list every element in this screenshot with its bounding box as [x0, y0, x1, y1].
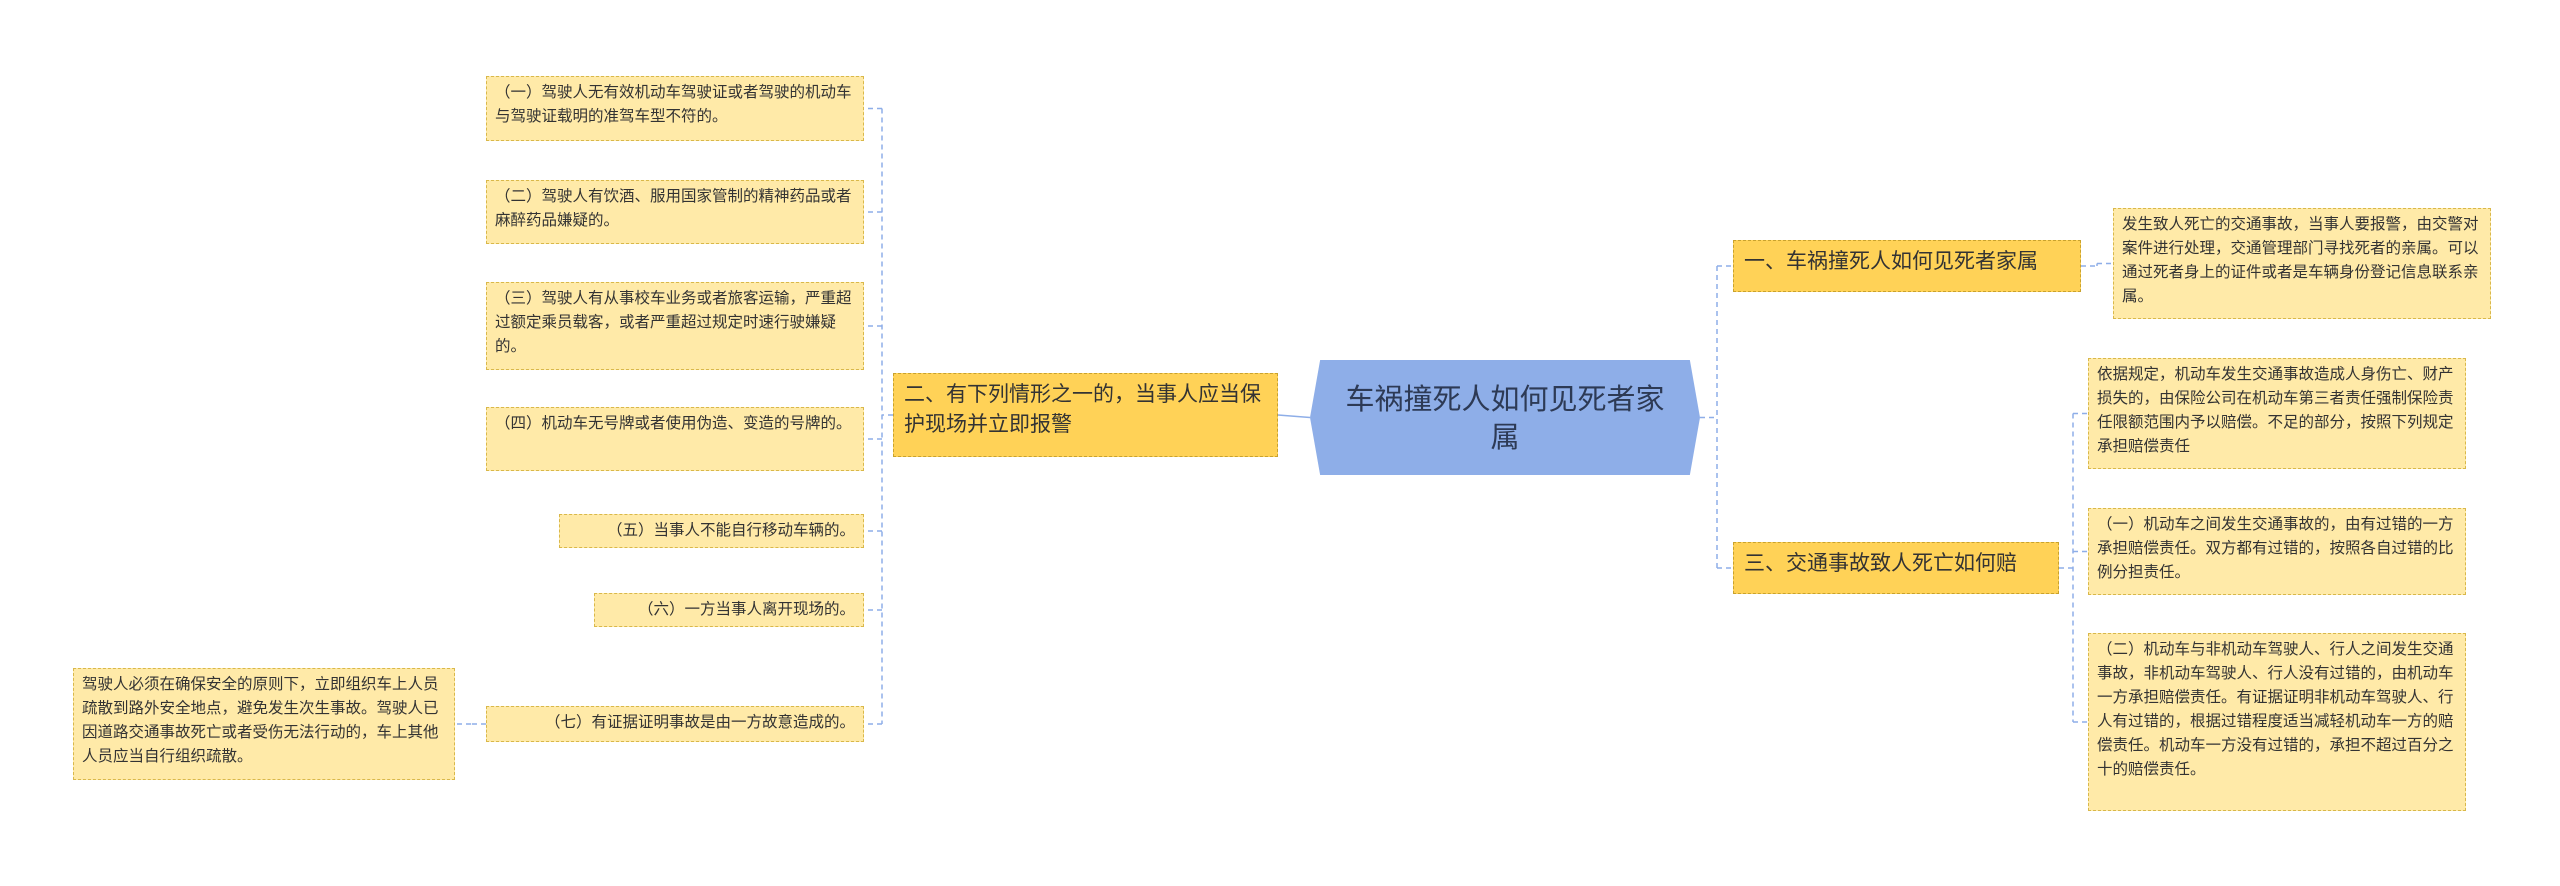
list-item-text: 发生致人死亡的交通事故，当事人要报警，由交警对案件进行处理，交通管理部门寻找死者…	[2122, 215, 2479, 305]
list-item[interactable]: （二）机动车与非机动车驾驶人、行人之间发生交通事故，非机动车驾驶人、行人没有过错…	[2088, 633, 2466, 811]
root-topic[interactable]: 车祸撞死人如何见死者家属	[1310, 360, 1700, 475]
list-item[interactable]: （三）驾驶人有从事校车业务或者旅客运输，严重超过额定乘员载客，或者严重超过规定时…	[486, 282, 864, 370]
list-item-text: （七）有证据证明事故是由一方故意造成的。	[544, 713, 855, 731]
list-item-text: （一）驾驶人无有效机动车驾驶证或者驾驶的机动车与驾驶证载明的准驾车型不符的。	[495, 83, 852, 125]
list-item[interactable]: 发生致人死亡的交通事故，当事人要报警，由交警对案件进行处理，交通管理部门寻找死者…	[2113, 208, 2491, 319]
sub-note[interactable]: 驾驶人必须在确保安全的原则下，立即组织车上人员疏散到路外安全地点，避免发生次生事…	[73, 668, 455, 780]
list-item-text: （四）机动车无号牌或者使用伪造、变造的号牌的。	[495, 414, 852, 432]
list-item[interactable]: （七）有证据证明事故是由一方故意造成的。	[486, 706, 864, 742]
connector-line	[1277, 414, 1311, 419]
branch-report-conditions[interactable]: 二、有下列情形之一的，当事人应当保护现场并立即报警	[893, 373, 1278, 457]
branch-compensation[interactable]: 三、交通事故致人死亡如何赔	[1733, 542, 2059, 594]
root-topic-label: 车祸撞死人如何见死者家属	[1345, 381, 1665, 454]
list-item-text: （五）当事人不能自行移动车辆的。	[606, 521, 855, 539]
list-item[interactable]: （六）一方当事人离开现场的。	[594, 593, 864, 627]
list-item-text: 依据规定，机动车发生交通事故造成人身伤亡、财产损失的，由保险公司在机动车第三者责…	[2097, 365, 2454, 455]
list-item[interactable]: （一）机动车之间发生交通事故的，由有过错的一方承担赔偿责任。双方都有过错的，按照…	[2088, 508, 2466, 595]
list-item[interactable]: （二）驾驶人有饮酒、服用国家管制的精神药品或者麻醉药品嫌疑的。	[486, 180, 864, 244]
sub-note-text: 驾驶人必须在确保安全的原则下，立即组织车上人员疏散到路外安全地点，避免发生次生事…	[82, 675, 439, 765]
list-item-text: （二）机动车与非机动车驾驶人、行人之间发生交通事故，非机动车驾驶人、行人没有过错…	[2097, 640, 2454, 778]
branch-label: 一、车祸撞死人如何见死者家属	[1744, 249, 2038, 273]
branch-label: 二、有下列情形之一的，当事人应当保护现场并立即报警	[904, 382, 1261, 436]
list-item-text: （六）一方当事人离开现场的。	[637, 600, 855, 618]
list-item[interactable]: （四）机动车无号牌或者使用伪造、变造的号牌的。	[486, 407, 864, 471]
list-item-text: （一）机动车之间发生交通事故的，由有过错的一方承担赔偿责任。双方都有过错的，按照…	[2097, 515, 2454, 581]
branch-label: 三、交通事故致人死亡如何赔	[1744, 551, 2017, 575]
branch-see-family[interactable]: 一、车祸撞死人如何见死者家属	[1733, 240, 2081, 292]
list-item-text: （三）驾驶人有从事校车业务或者旅客运输，严重超过额定乘员载客，或者严重超过规定时…	[495, 289, 852, 355]
list-item-text: （二）驾驶人有饮酒、服用国家管制的精神药品或者麻醉药品嫌疑的。	[495, 187, 852, 229]
list-item[interactable]: 依据规定，机动车发生交通事故造成人身伤亡、财产损失的，由保险公司在机动车第三者责…	[2088, 358, 2466, 469]
list-item[interactable]: （一）驾驶人无有效机动车驾驶证或者驾驶的机动车与驾驶证载明的准驾车型不符的。	[486, 76, 864, 141]
list-item[interactable]: （五）当事人不能自行移动车辆的。	[559, 514, 864, 548]
